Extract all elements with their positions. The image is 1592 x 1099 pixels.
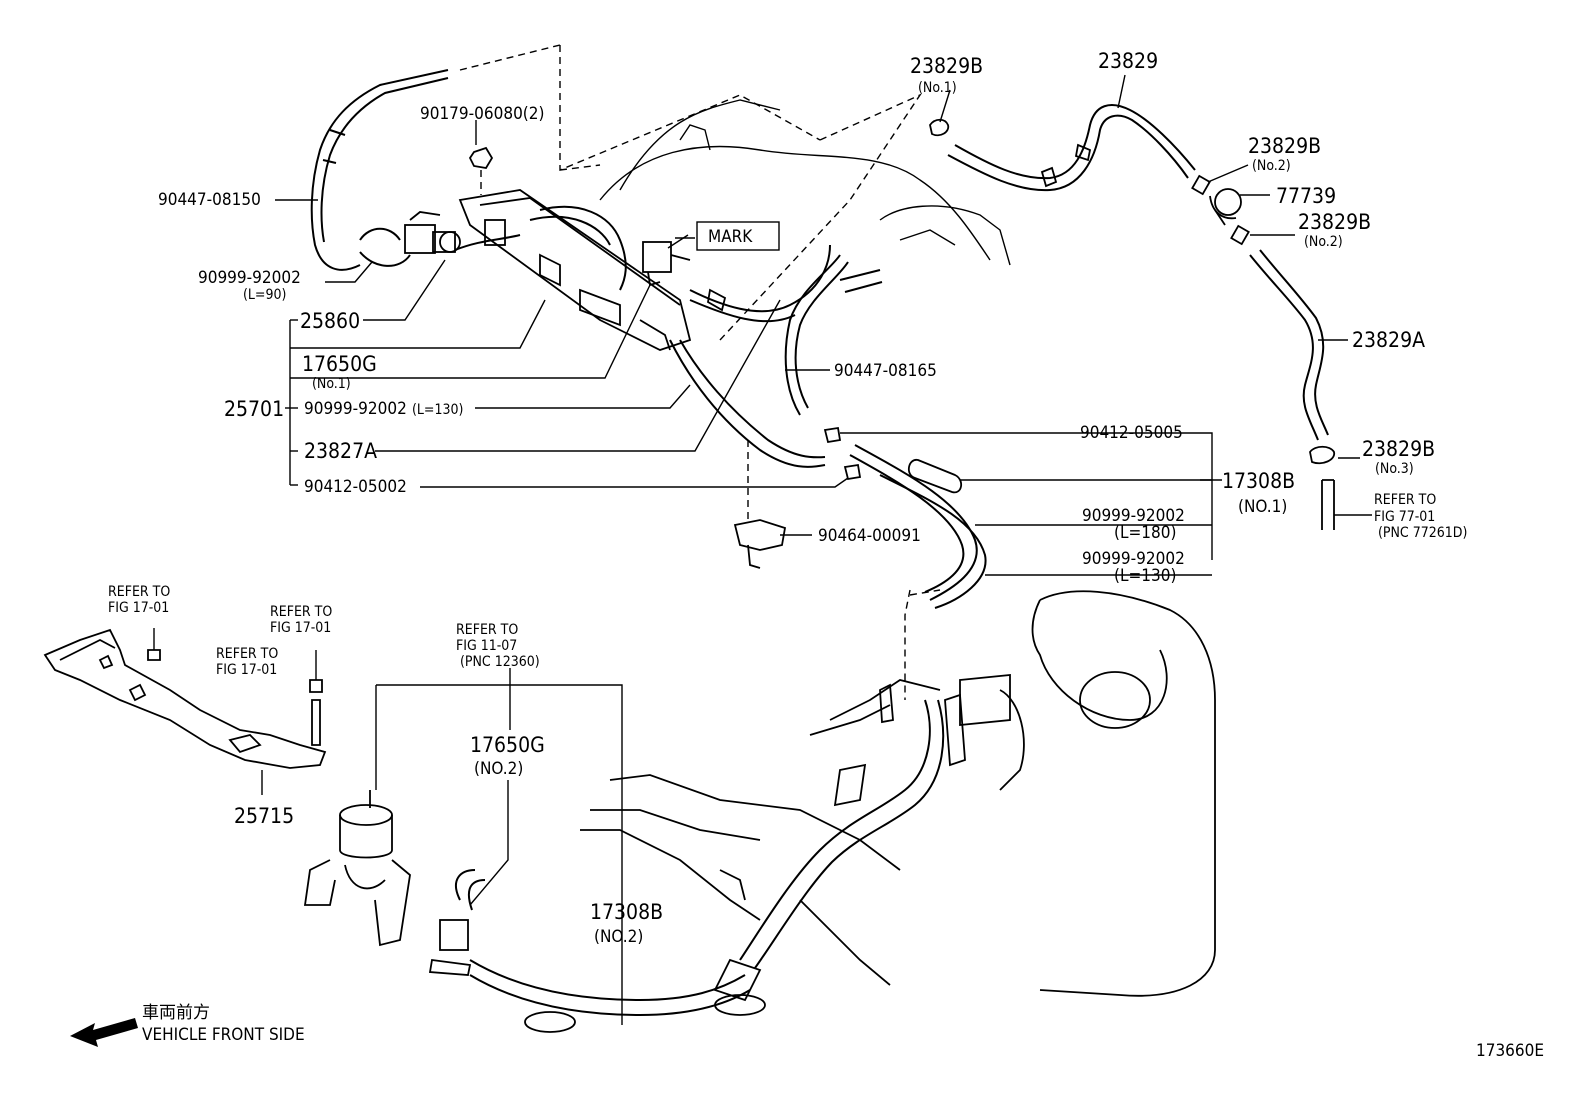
label-no3: (No.3) [1375,461,1414,477]
label-90999-92002-d: 90999-92002 [1082,549,1185,569]
label-refer77-a: REFER TO [1374,492,1436,508]
label-90999-92002-c: 90999-92002 [1082,506,1185,526]
mark-box [696,221,780,251]
label-refer77-c: (PNC 77261D) [1378,525,1467,541]
label-17308B: 17308B [1222,469,1295,493]
label-17650G-2: 17650G [470,733,545,757]
label-refer77-b: FIG 77-01 [1374,509,1435,525]
label-no2b: (No.2) [1304,234,1343,250]
label-refer17b-b: FIG 17-01 [270,620,331,636]
label-front-jp: 車両前方 [142,1003,210,1023]
label-NO2-a: (NO.2) [474,759,523,779]
label-90447-08165: 90447-08165 [834,361,937,381]
label-no1-b: (No.1) [312,376,351,392]
label-23829B-no1: 23829B [910,54,983,78]
label-l130-b: (L=130) [412,402,463,418]
engine-lower [428,589,1216,1033]
label-23829: 23829 [1098,49,1158,73]
label-refer11-c: (PNC 12360) [460,654,540,670]
label-23829B-no3: 23829B [1362,437,1435,461]
label-l130-d: (L=130) [1114,566,1176,586]
label-NO2-b: (NO.2) [594,927,643,947]
label-23827A: 23827A [304,439,377,463]
label-l90: (L=90) [243,287,286,303]
label-refer11-a: REFER TO [456,622,518,638]
label-90412-05005: 90412-05005 [1080,423,1183,443]
label-17650G: 17650G [302,352,377,376]
label-25701: 25701 [224,397,284,421]
label-90999-92002-b: 90999-92002 [304,399,407,419]
label-77739: 77739 [1276,184,1336,208]
label-front-en: VEHICLE FRONT SIDE [142,1025,305,1045]
label-l180: (L=180) [1114,523,1176,543]
label-no2a: (No.2) [1252,158,1291,174]
label-no1: (No.1) [918,80,957,96]
label-NO1: (NO.1) [1238,497,1287,517]
hoses-upper-right [929,104,1335,530]
label-17308B-2: 17308B [590,900,663,924]
label-23829B-no2a: 23829B [1248,134,1321,158]
label-refer11-b: FIG 11-07 [456,638,517,654]
label-90412-05002: 90412-05002 [304,477,407,497]
label-refer17a-b: FIG 17-01 [108,600,169,616]
label-90179: 90179-06080(2) [420,104,544,124]
bracket-25715 [43,628,327,795]
label-90999-92002-a: 90999-92002 [198,268,301,288]
label-refer17c-b: FIG 17-01 [216,662,277,678]
figure-number: 173660E [1476,1041,1544,1061]
leader-lines [275,74,1372,1025]
part-labels: 23829B (No.1) 23829 23829B (No.2) 77739 … [108,49,1544,1061]
label-90447-08150: 90447-08150 [158,190,261,210]
vehicle-front-arrow-icon [70,1018,138,1047]
engine-mount [303,790,411,947]
label-25715: 25715 [234,804,294,828]
label-25860: 25860 [300,309,360,333]
label-refer17c-a: REFER TO [216,646,278,662]
vsv-bracket-assembly [404,146,692,351]
label-refer17b-a: REFER TO [270,604,332,620]
label-mark: MARK [708,227,753,247]
label-23829A: 23829A [1352,328,1425,352]
label-90464-00091: 90464-00091 [818,526,921,546]
engine-upper-outline [459,44,1011,341]
label-23829B-no2b: 23829B [1298,210,1371,234]
label-refer17a-a: REFER TO [108,584,170,600]
hoses-upper [310,69,987,609]
